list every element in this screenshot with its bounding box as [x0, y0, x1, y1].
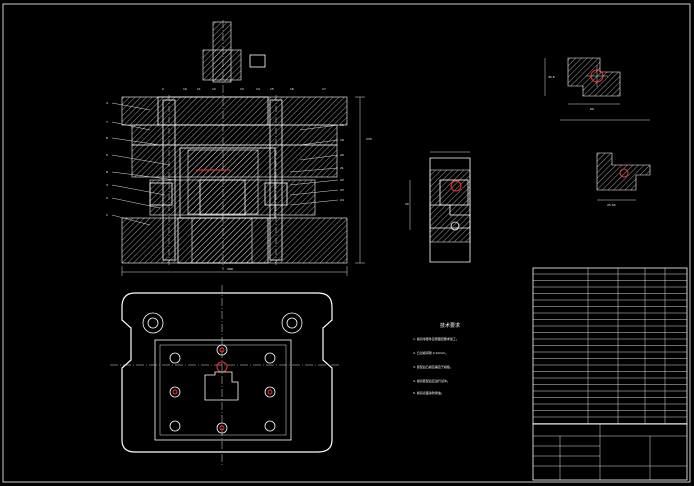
part-dim-c: 20 — [405, 202, 409, 206]
plan-view — [110, 285, 340, 465]
callout-top-7: 16 — [290, 87, 294, 91]
side-height-dim: 235 — [366, 137, 372, 141]
callout-top-5: 14 — [256, 87, 260, 91]
callout-left-5: 3 — [106, 183, 108, 187]
callout-top-2: 11 — [197, 87, 201, 91]
tech-item-0: 1. 模具零部件应按图纸要求加工。 — [413, 336, 459, 341]
callout-right-6: 24 — [340, 198, 344, 202]
tech-item-1: 2. 凸凹模间隙 0.10mm。 — [413, 350, 448, 355]
tech-item-2: 3. 装配后凸模应垂直于模板。 — [413, 364, 453, 369]
tech-requirements: 技术要求 1. 模具零部件应按图纸要求加工。 2. 凸凹模间隙 0.10mm。 … — [413, 322, 460, 395]
punch-detail: 25.03 — [596, 152, 651, 207]
part-dim-b: 45.6 — [548, 75, 555, 79]
callout-right-2: 20 — [340, 153, 344, 157]
section-view: 266 235 2 10 11 12 1 — [106, 20, 372, 276]
part-dim-d: 25.03 — [607, 203, 616, 207]
part-dim-a: 60 — [590, 107, 594, 111]
callout-top-6: 15 — [270, 87, 274, 91]
callout-left-0: 4 — [106, 101, 108, 105]
callout-right-0: 18 — [340, 123, 344, 127]
callout-left-7: 1 — [106, 213, 108, 217]
callout-left-2: 6 — [106, 136, 108, 140]
callout-top-0: 2 — [162, 87, 164, 91]
tech-item-4: 5. 模具表面涂防锈油。 — [413, 390, 444, 395]
tech-item-3: 4. 模具装配后应进行试冲。 — [413, 378, 450, 383]
callout-left-4: 8 — [106, 170, 108, 174]
callout-right-1: 19 — [340, 138, 344, 142]
callout-right-4: 22 — [340, 178, 344, 182]
callout-left-3: 5 — [106, 153, 108, 157]
part-detail-top: 60 45.6 — [544, 57, 650, 121]
main-width-dim: 266 — [227, 267, 233, 271]
callout-left-6: 2 — [106, 196, 108, 200]
callout-top-3: 12 — [212, 87, 216, 91]
die-detail: 20 — [405, 151, 471, 263]
callout-left-1: 7 — [106, 120, 108, 124]
callout-top-1: 10 — [183, 87, 187, 91]
callout-right-5: 23 — [340, 188, 344, 192]
callout-top-4: 13 — [240, 87, 244, 91]
callout-top-8: 17 — [322, 87, 326, 91]
tech-title: 技术要求 — [440, 322, 460, 329]
title-block — [532, 423, 688, 481]
sheet-border — [2, 3, 691, 483]
callout-right-3: 21 — [340, 166, 344, 170]
parts-list — [532, 267, 688, 425]
